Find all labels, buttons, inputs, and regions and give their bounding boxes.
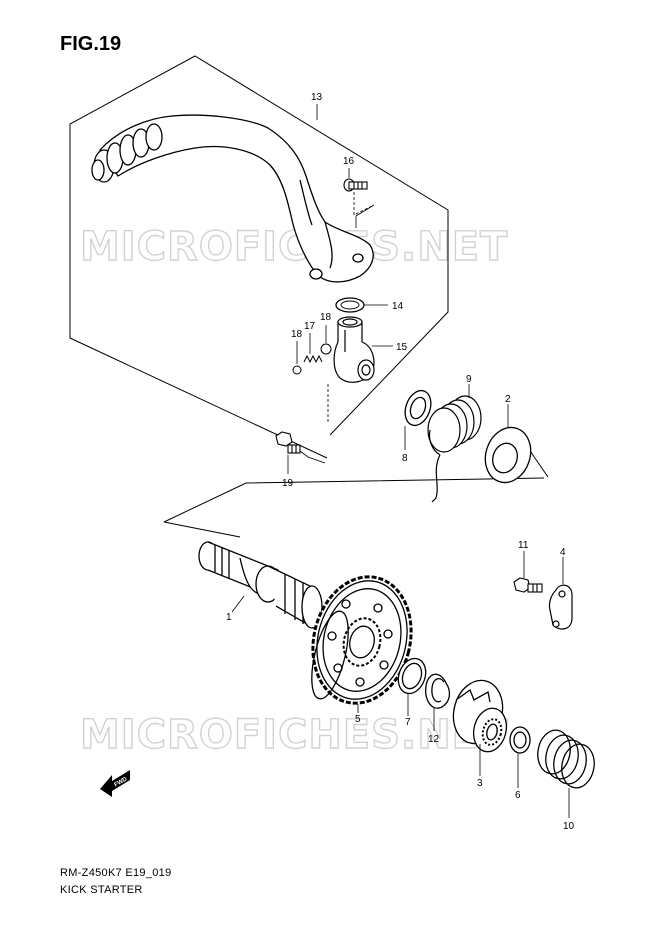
kick-spring [427,395,482,503]
spring-guide-plate [484,426,532,484]
kick-gear [311,575,413,705]
ratchet [452,679,508,753]
ratchet-guide [548,584,573,630]
model-code: RM-Z450K7 E19_019 [60,867,172,879]
callout-14: 14 [392,301,404,312]
callout-8: 8 [402,453,408,464]
callout-15: 15 [396,342,408,353]
callout-13: 13 [311,92,323,103]
watermark-top: MICROFICHES.NET [80,224,508,270]
callout-12: 12 [428,734,440,745]
callout-11: 11 [518,540,529,551]
bolt-guide-line [353,192,375,216]
thrust-washer [509,726,531,754]
section-name: KICK STARTER [60,884,143,896]
ratchet-spring [537,729,595,789]
lever-clamp-bolt [275,431,301,454]
figure-title: FIG.19 [60,33,122,55]
kick-boss [333,316,375,383]
callout-17: 17 [304,321,316,332]
callout-16: 16 [343,156,355,167]
forward-arrow-icon: FWD [100,770,130,797]
leader-lines [231,104,570,818]
kick-lever [91,114,374,283]
guide-bolt [513,577,543,593]
callout-19: 19 [282,478,294,489]
callout-18-a: 18 [291,329,303,340]
callout-10: 10 [563,821,575,832]
callout-2: 2 [505,394,511,405]
callout-1: 1 [226,612,232,623]
washer [397,657,427,695]
oil-seal [404,389,432,427]
watermark-bottom: MICROFICHES.NET [80,712,508,758]
circlip [425,673,451,709]
callout-3: 3 [477,778,483,789]
callout-6: 6 [515,790,521,801]
lever-bolt [343,178,368,192]
callout-4: 4 [560,547,566,558]
assembly-outline-upper [69,55,449,459]
callout-18-b: 18 [320,312,332,323]
kick-starter-shaft [198,541,323,630]
callout-5: 5 [355,714,361,725]
callout-9: 9 [466,374,472,385]
ball-and-spring [292,343,332,375]
callout-7: 7 [405,717,411,728]
